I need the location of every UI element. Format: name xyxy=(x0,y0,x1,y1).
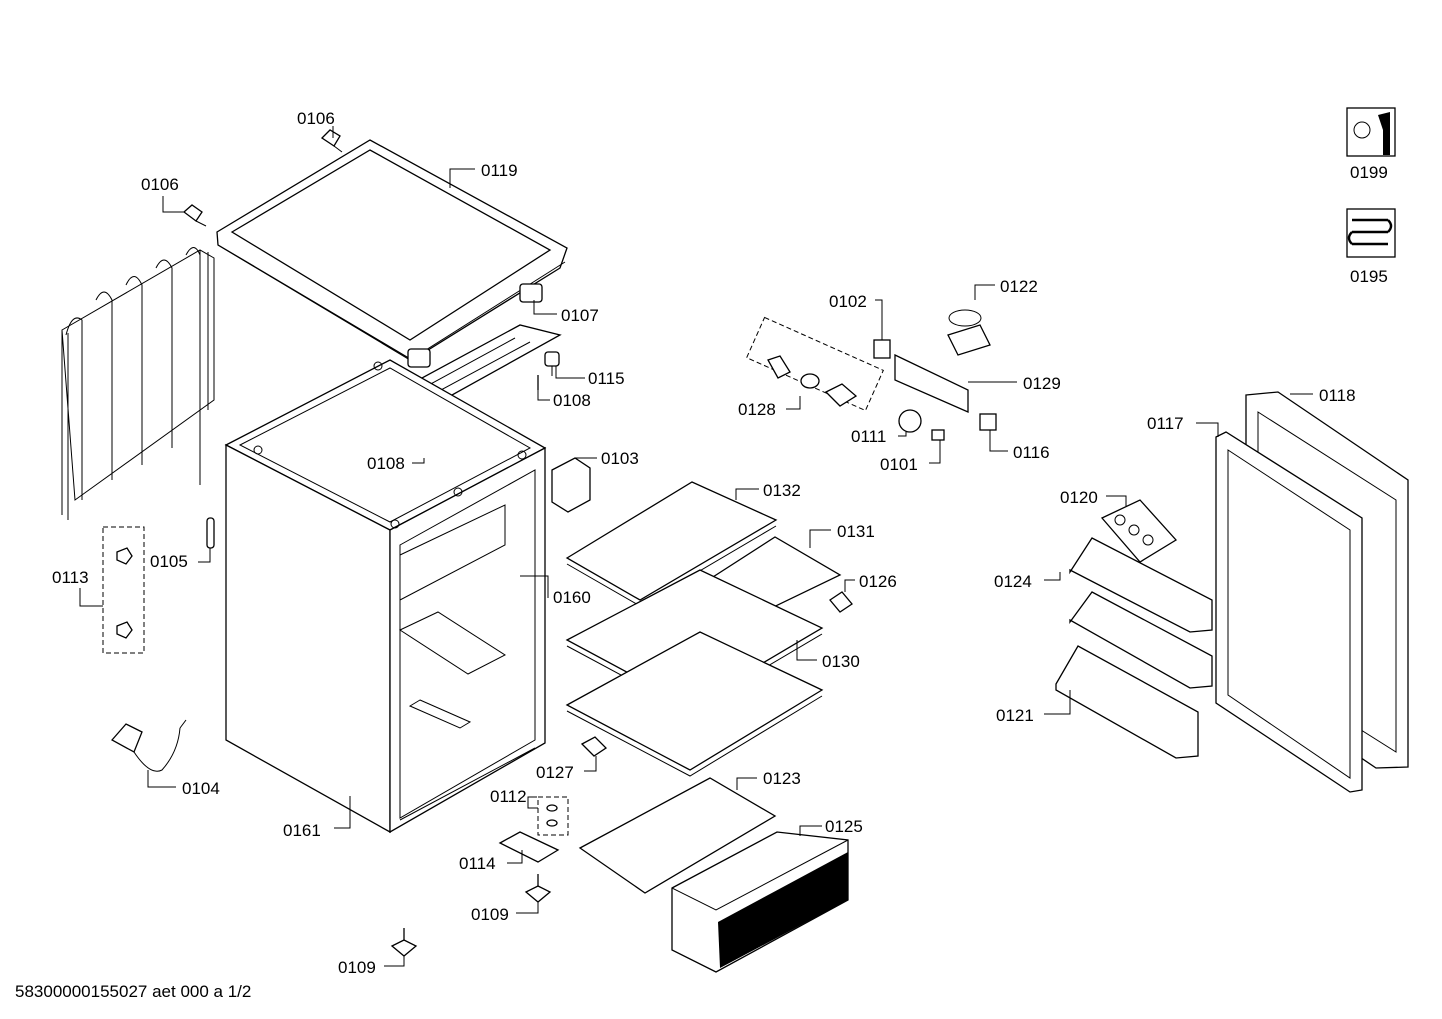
label-0113: 0113 xyxy=(52,568,89,587)
support-bracket xyxy=(580,736,608,757)
shelf-clip xyxy=(829,591,853,613)
label-0199: 0199 xyxy=(1350,163,1388,182)
label-0130: 0130 xyxy=(822,652,860,671)
label-0106-top: 0106 xyxy=(297,109,335,128)
label-0128: 0128 xyxy=(738,400,776,419)
control-assembly xyxy=(746,309,997,441)
label-0109-a: 0109 xyxy=(471,905,509,924)
label-0108-b: 0108 xyxy=(367,454,405,473)
label-0105: 0105 xyxy=(150,552,188,571)
label-0109-b: 0109 xyxy=(338,958,376,977)
top-cover xyxy=(216,139,568,368)
label-0101: 0101 xyxy=(880,455,918,474)
label-0125: 0125 xyxy=(825,817,863,836)
part-labels: 0106 0106 0119 0107 0115 0108 0108 0103 … xyxy=(52,109,1388,977)
hinge-part xyxy=(498,831,560,863)
label-0115: 0115 xyxy=(588,369,625,388)
glass-shelves xyxy=(565,481,842,777)
label-0161: 0161 xyxy=(283,821,321,840)
label-0195: 0195 xyxy=(1350,267,1388,286)
door-gasket xyxy=(1215,431,1363,793)
power-cable xyxy=(110,719,187,772)
label-0112: 0112 xyxy=(490,787,527,806)
screw-0106-top xyxy=(320,129,343,153)
crisper-cover xyxy=(578,777,777,894)
label-0120: 0120 xyxy=(1060,488,1098,507)
label-0114: 0114 xyxy=(459,854,496,873)
label-0124: 0124 xyxy=(994,572,1032,591)
label-0108-a: 0108 xyxy=(553,391,591,410)
foot-0109-a xyxy=(524,874,552,903)
label-0102: 0102 xyxy=(829,292,867,311)
cabinet-body xyxy=(224,359,547,834)
washer-group xyxy=(537,796,569,836)
evaporator-icon xyxy=(1346,208,1396,258)
label-0119: 0119 xyxy=(481,161,518,180)
screw-0106-left xyxy=(182,204,207,227)
vegetable-drawer xyxy=(671,831,849,973)
egg-tray xyxy=(1100,499,1178,563)
leader-lines xyxy=(79,126,1313,967)
document-footer: 58300000155027 aet 000 a 1/2 xyxy=(15,982,251,1001)
door-shelves xyxy=(1055,537,1213,759)
label-0131: 0131 xyxy=(837,522,875,541)
label-0127: 0127 xyxy=(536,763,574,782)
label-0129: 0129 xyxy=(1023,374,1061,393)
label-0132: 0132 xyxy=(763,481,801,500)
foot-0109-b xyxy=(390,928,418,957)
label-0107: 0107 xyxy=(561,306,599,325)
label-0104: 0104 xyxy=(182,779,220,798)
clip-group xyxy=(102,526,145,654)
label-0116: 0116 xyxy=(1013,443,1050,462)
label-0103: 0103 xyxy=(601,449,639,468)
label-0106-left: 0106 xyxy=(141,175,179,194)
sensor-part xyxy=(206,517,215,556)
tool-icon xyxy=(1346,107,1396,157)
lamp-cover xyxy=(551,457,591,513)
condenser-coil xyxy=(61,247,215,520)
label-0121: 0121 xyxy=(996,706,1034,725)
label-0160: 0160 xyxy=(553,588,591,607)
label-0122: 0122 xyxy=(1000,277,1038,296)
label-0118: 0118 xyxy=(1319,386,1356,405)
label-0111: 0111 xyxy=(851,427,886,446)
label-0126: 0126 xyxy=(859,572,897,591)
label-0123: 0123 xyxy=(763,769,801,788)
label-0117: 0117 xyxy=(1147,414,1184,433)
